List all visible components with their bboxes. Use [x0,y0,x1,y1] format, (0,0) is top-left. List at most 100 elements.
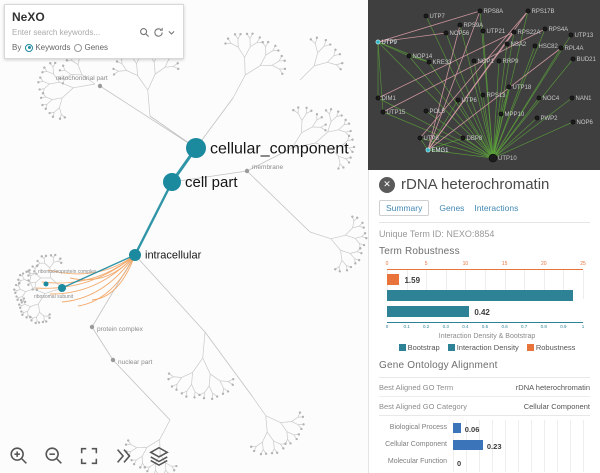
tree-term-label: mitochondrial part [56,75,108,82]
network-node-label: RPL4A [565,46,584,52]
term-title: rDNA heterochromatin [401,176,550,193]
legend-swatch-robustness [526,344,534,351]
radio-keywords-control[interactable] [25,43,34,52]
tree-node-intracellular[interactable] [129,249,141,261]
app-logo: NeXO [12,10,45,24]
network-node-nop14[interactable] [406,53,412,59]
search-input[interactable] [12,28,136,37]
refresh-icon[interactable] [153,27,164,38]
network-node-dbp8[interactable] [460,135,466,141]
network-node-rps8a[interactable] [477,8,483,14]
go-chart-category: Biological Process [389,424,447,431]
network-node-label: HSC82 [539,44,559,50]
network-node-rps13[interactable] [480,92,486,98]
radio-genes-control[interactable] [74,43,83,52]
network-node-label: BUD21 [577,57,597,63]
network-node-nop1[interactable] [471,58,477,64]
network-node-pwp2[interactable] [534,115,540,121]
network-node-label: NOP6 [577,120,594,126]
network-node-utp15[interactable] [380,109,386,115]
network-node-utp7[interactable] [423,13,429,19]
legend-swatch-bootstrap [398,344,406,351]
network-node-utp9[interactable] [375,39,381,45]
network-node-label: UTP9 [382,40,398,46]
close-icon[interactable]: ✕ [379,176,395,193]
tree-node-label: intracellular [145,250,202,262]
network-node-utp8[interactable] [417,135,423,141]
network-node-bud21[interactable] [570,56,576,62]
network-node-nsa2[interactable] [504,41,510,47]
expand-all-button[interactable] [111,443,137,469]
tree-term-label: ribosomal subunit [34,294,74,300]
legend-swatch-interaction-density [447,344,455,351]
tab-genes[interactable]: Genes [439,203,465,213]
network-node-label: NOP14 [413,54,433,60]
network-node-mpp10[interactable] [498,111,504,117]
network-node-rps22a[interactable] [511,29,517,35]
network-node-label: EMG1 [432,148,450,154]
network-node-kre33[interactable] [426,59,432,65]
network-node-nop6[interactable] [570,119,576,125]
layers-button[interactable] [146,443,172,469]
tab-summary[interactable]: Summary [379,200,430,216]
tree-node-cellular-component[interactable] [186,138,206,158]
go-chart-category: Cellular Component [385,441,447,448]
network-node-utp13[interactable] [568,32,574,38]
network-node-pol5[interactable] [423,108,429,114]
network-node-label: NOP1 [478,59,495,65]
tree-term-label: nuclear part [118,359,153,366]
network-node-emg1[interactable] [425,147,431,153]
legend-robustness: Robustness [535,343,576,352]
network-node-rps4a[interactable] [542,26,548,32]
network-node-label: NOP56 [450,31,470,37]
network-node-nop56[interactable] [443,30,449,36]
radio-genes[interactable]: Genes [74,43,108,52]
network-node-label: RPS13 [487,93,507,99]
network-node-utp21[interactable] [480,28,486,34]
tree-term-label: ribonucleoprotein complex [38,269,97,275]
network-node-dim1[interactable] [375,95,381,101]
alignment-term-label: Best Aligned GO Term [379,383,454,392]
tab-interactions[interactable]: Interactions [474,203,519,213]
network-node-label: UTP15 [387,110,406,116]
legend-bootstrap: Bootstrap [407,343,440,352]
network-node-label: KRE33 [433,60,453,66]
network-node-noc4[interactable] [536,95,542,101]
network-node-utp6[interactable] [455,97,461,103]
alignment-row-category: Best Aligned GO Category Cellular Compon… [379,396,590,415]
network-node-rps17b[interactable] [525,8,531,14]
tree-node-cell-part[interactable] [163,173,181,191]
go-chart-value: 0 [457,458,462,468]
tree-node-label: cellular_component [210,140,349,157]
network-node-label: UTP7 [430,14,446,20]
alignment-row-term: Best Aligned GO Term rDNA heterochromati… [379,378,590,396]
network-node-rps9a[interactable] [457,22,463,28]
chevron-down-icon[interactable] [167,28,176,37]
search-icon[interactable] [139,27,150,38]
network-node-hsc82[interactable] [532,43,538,49]
network-node-label: DIM1 [382,96,397,102]
network-node-rrp9[interactable] [496,58,502,64]
network-node-label: NAN1 [576,96,593,102]
network-node-utp10[interactable] [488,153,498,163]
network-node-rpl4a[interactable] [558,45,564,51]
chart-legend: Bootstrap Interaction Density Robustness [385,343,589,352]
network-node-utp18[interactable] [506,84,512,90]
network-node-nan1[interactable] [569,95,575,101]
zoom-out-button[interactable] [41,443,67,469]
zoom-in-button[interactable] [6,443,32,469]
detail-tabs: Summary Genes Interactions [379,200,590,223]
radio-keywords[interactable]: Keywords [25,43,70,52]
network-node-label: MPP10 [505,112,525,118]
network-node-label: RPS9A [464,23,484,29]
radio-genes-label: Genes [84,43,109,52]
network-node-label: UTP13 [575,33,594,39]
network-node-label: RPS8A [484,9,504,15]
search-panel: NeXO By [4,4,184,59]
fit-to-screen-button[interactable] [76,443,102,469]
